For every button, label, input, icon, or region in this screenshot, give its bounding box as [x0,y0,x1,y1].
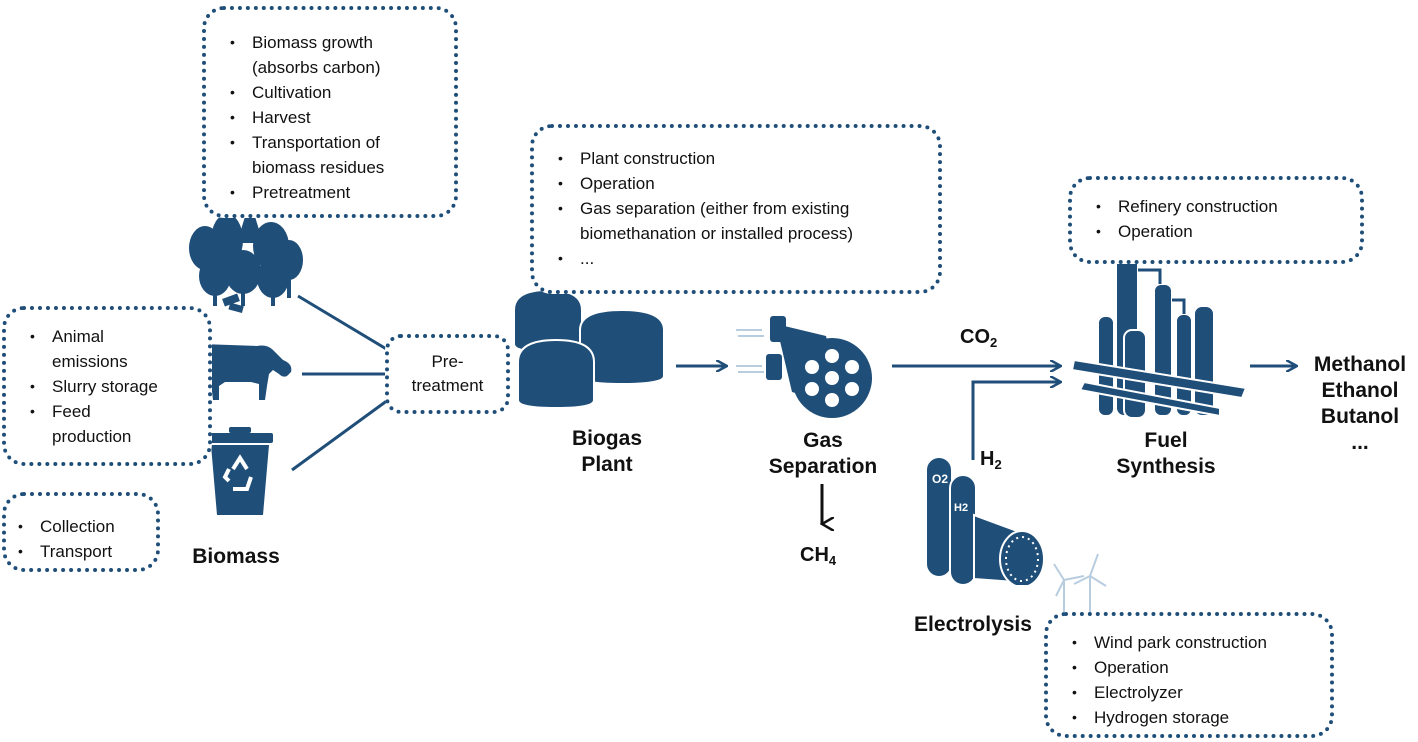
product-item: Butanol [1320,405,1400,428]
wind-turbine-icon [1053,553,1107,628]
product-item: ... [1351,431,1369,454]
co2-label: CO2 [960,326,998,350]
o2-tank-label: O2 [932,472,948,486]
ch4-label: CH4 [800,544,837,568]
refinery-icon [1070,245,1248,419]
list-item: Pretreatment [230,180,454,205]
collection-transport-box: Collection Transport [2,492,160,572]
plant-construction-box: Plant construction Operation Gas separat… [530,124,942,294]
wind-park-box: Wind park construction Operation Electro… [1044,612,1334,738]
cow-icon [197,344,292,400]
biomass-label: Biomass [192,545,280,568]
pretreatment-label-line2: treatment [411,376,484,395]
list-item: Operation [558,171,938,196]
list-item: Plant construction [558,146,938,171]
biogas-tanks-icon [513,288,665,408]
products-list: Methanol Ethanol Butanol ... [1302,352,1418,456]
list-item: Operation [1072,655,1330,680]
list-item: Transport [18,539,156,564]
list-item: Gas separation (either from existingbiom… [558,196,938,246]
list-item: Harvest [230,105,454,130]
connector-forest-pretreat [297,294,389,352]
refinery-box: Refinery construction Operation [1068,176,1364,264]
connector-bin-pretreat [291,398,389,472]
list-item: Wind park construction [1072,630,1330,655]
h2-label: H2 [980,448,1002,472]
forest-icon [189,200,303,313]
product-item: Methanol [1313,353,1407,376]
pretreatment-label-line1: Pre- [431,352,464,371]
list-item: ... [558,246,938,271]
list-item: Biomass growth(absorbs carbon) [230,30,454,80]
list-item: Collection [18,514,156,539]
list-item: Cultivation [230,80,454,105]
electrolysis-label: Electrolysis [914,613,1032,636]
list-item: Slurry storage [30,374,208,399]
product-item: Ethanol [1321,379,1399,402]
electrolysis-icon: O2 H2 [925,456,1045,585]
recycle-bin-icon [207,427,273,515]
arrow-h2 [971,382,1060,460]
list-item: Operation [1096,219,1360,244]
list-item: Hydrogen storage [1072,705,1330,730]
h2-tank-label: H2 [954,502,968,514]
biomass-growth-box: Biomass growth(absorbs carbon) Cultivati… [202,6,458,218]
pretreatment-box: Pre-treatment [385,334,510,414]
list-item: Refinery construction [1096,194,1360,219]
gas-separation-icon [736,316,872,418]
list-item: Electrolyzer [1072,680,1330,705]
